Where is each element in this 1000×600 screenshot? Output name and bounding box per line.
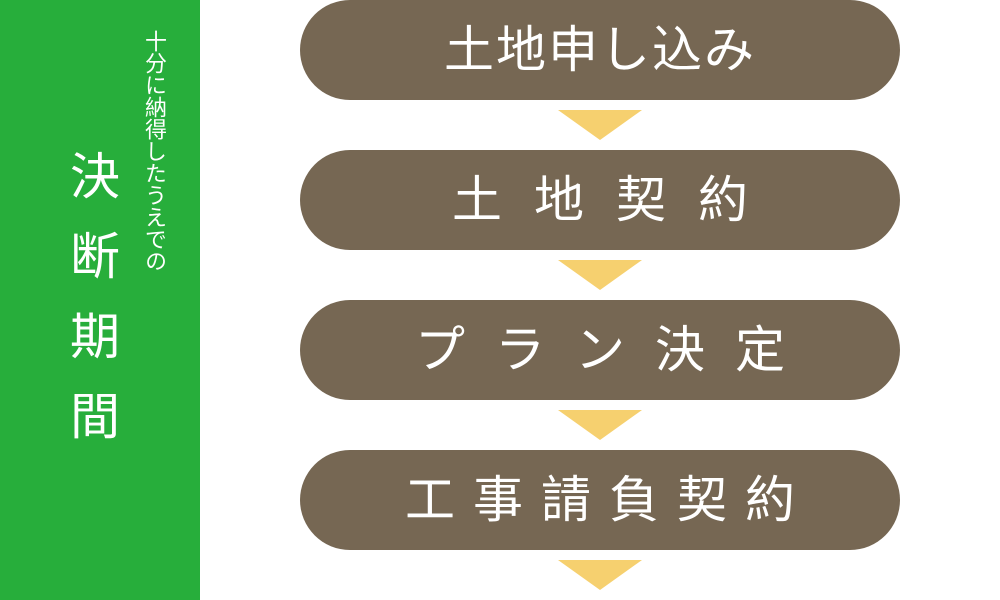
flow-step-construction-contract: 工事請負契約 (300, 450, 900, 550)
sidebar-subtitle: 十分に納得したうえでの (141, 30, 166, 272)
flow-step-plan-decision: プラン決定 (300, 300, 900, 400)
down-arrow-icon (558, 110, 642, 140)
sidebar-panel: 十分に納得したうえでの 決断期間 (0, 0, 200, 600)
down-arrow-icon (558, 560, 642, 590)
flow-diagram: 土地申し込み 土地契約 プラン決定 工事請負契約 (300, 0, 900, 600)
sidebar-title: 決断期間 (62, 150, 120, 470)
flow-step-land-contract: 土地契約 (300, 150, 900, 250)
flow-step-land-application: 土地申し込み (300, 0, 900, 100)
down-arrow-icon (558, 260, 642, 290)
down-arrow-icon (558, 410, 642, 440)
